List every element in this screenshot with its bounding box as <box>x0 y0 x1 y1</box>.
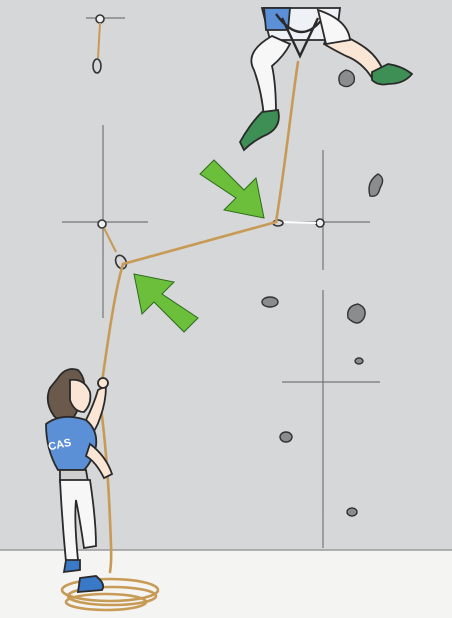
belayer-shoe-left <box>64 560 80 572</box>
climbing-hold-icon <box>262 297 278 307</box>
climbing-hold-icon <box>339 70 354 87</box>
climbing-hold-icon <box>355 358 363 364</box>
climbing-hold-icon <box>347 508 357 516</box>
climbing-hold-icon <box>280 432 292 442</box>
belayer-shoe-right <box>78 576 103 592</box>
belayer-hand <box>98 378 108 388</box>
climbing-hold-icon <box>348 304 365 323</box>
